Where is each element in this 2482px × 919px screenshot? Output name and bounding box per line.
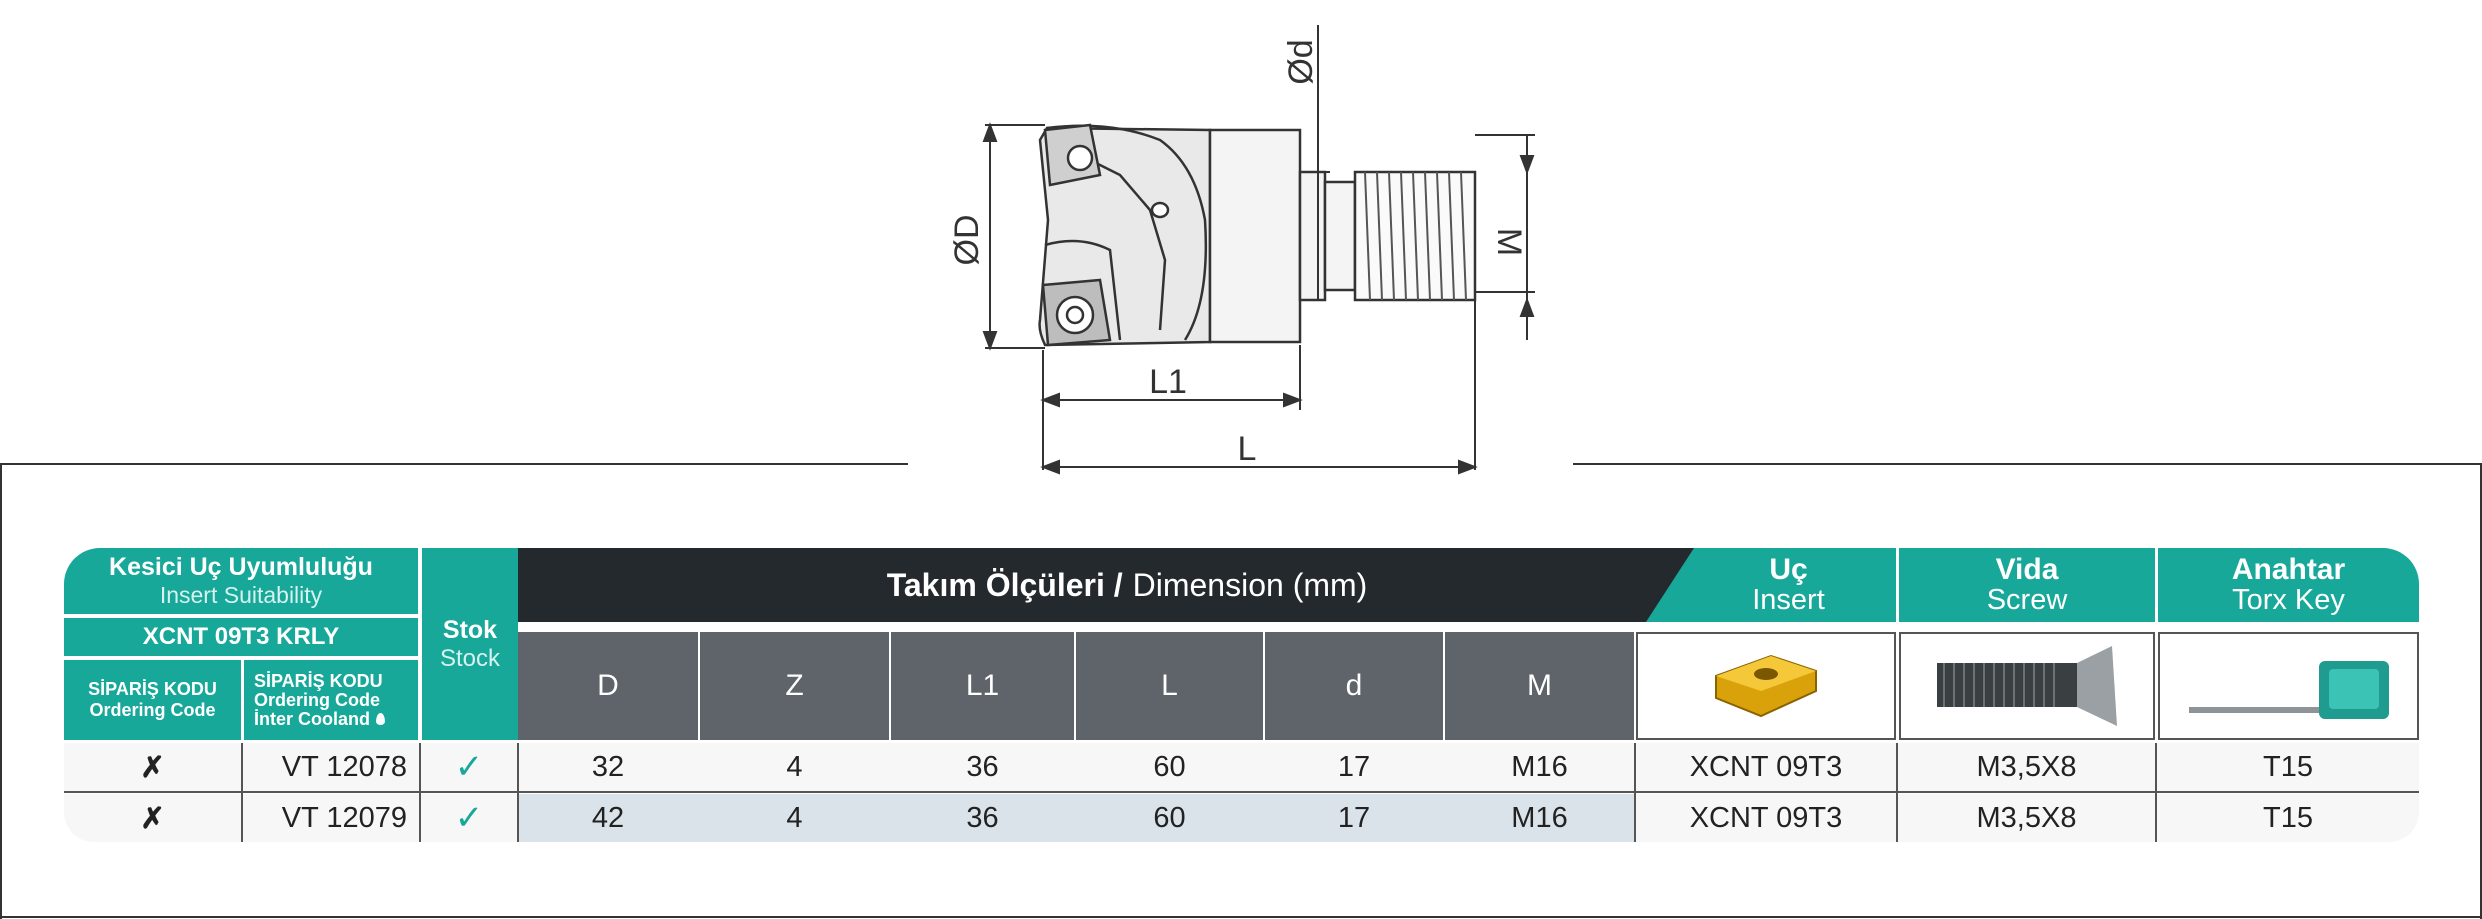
frame-bottom [0, 916, 2482, 918]
insert-suitability-tr: Kesici Uç Uyumluluğu [109, 553, 373, 581]
row-2-key: T15 [2263, 801, 2313, 834]
insert-header: Uç Insert [1646, 548, 1896, 622]
row-1-D: 32 [591, 750, 625, 783]
row-1-stock: ✓ [454, 748, 484, 786]
inter-coolant-label: İnter Cooland [254, 708, 370, 729]
row-2-D: 42 [591, 801, 625, 834]
row-1-L: 60 [1153, 750, 1186, 783]
row-2-stock: ✓ [454, 799, 484, 837]
row-1-insert: XCNT 09T3 [1689, 750, 1843, 783]
ordering-code-header: SİPARİŞ KODU Ordering Code [64, 660, 241, 740]
insert-icon [1715, 654, 1817, 718]
col-header-d: d [1265, 632, 1443, 740]
insert-tr: Uç [1769, 553, 1808, 586]
screw-en: Screw [1986, 584, 2068, 616]
col-L1-label: L1 [965, 669, 1000, 702]
col-sep-1 [241, 743, 243, 842]
key-image-cell [2158, 632, 2419, 740]
ordering-code-coolant-en: Ordering Code [254, 689, 381, 710]
row-2-dim-bg [518, 794, 1634, 842]
row-2-Z: 4 [786, 801, 803, 834]
label-L1: L1 [1149, 363, 1187, 401]
frame-top-left [0, 463, 908, 465]
row-2-code-coolant: VT 12079 [281, 801, 407, 834]
stock-en: Stock [439, 644, 501, 672]
row-1-code: ✗ [140, 751, 165, 784]
key-en: Torx Key [2232, 584, 2345, 616]
insert-suitability-header: Kesici Uç Uyumluluğu Insert Suitability [64, 548, 418, 614]
torx-key-icon [2188, 661, 2389, 719]
row-2-code: ✗ [140, 802, 165, 835]
label-D: ØD [948, 215, 986, 266]
technical-drawing: ØD Ød M L1 L [948, 25, 1535, 475]
col-header-L1: L1 [891, 632, 1074, 740]
row-2-screw: M3,5X8 [1976, 801, 2077, 834]
coolant-drop-icon [376, 713, 385, 725]
label-d: Ød [1282, 39, 1320, 84]
col-sep-4 [1634, 743, 1636, 842]
dimension-en: Dimension (mm) [1132, 566, 1368, 603]
frame-left [0, 463, 2, 919]
label-L: L [1238, 430, 1257, 468]
row-2-L: 60 [1153, 801, 1186, 834]
row-1-L1: 36 [966, 750, 999, 783]
ordering-code-tr: SİPARİŞ KODU [88, 679, 217, 699]
row-1-bg [64, 743, 2419, 791]
tool-body [1038, 123, 1477, 347]
col-sep-2 [419, 743, 421, 842]
row-1-d: 17 [1337, 750, 1371, 783]
thread-lines [1364, 171, 1467, 301]
col-L-label: L [1161, 669, 1178, 702]
screw-tr: Vida [1995, 553, 2059, 586]
col-sep-5 [1896, 743, 1898, 842]
insert-model-text: XCNT 09T3 KRLY [142, 623, 340, 650]
key-tr: Anahtar [2231, 553, 2346, 586]
dimension-tr: Takım Ölçüleri / [886, 566, 1123, 603]
row-1-screw: M3,5X8 [1976, 750, 2077, 783]
screw-image-cell [1899, 632, 2155, 740]
dimension-header: Takım Ölçüleri / Dimension (mm) [518, 548, 1736, 622]
ordering-code-coolant-header: SİPARİŞ KODU Ordering Code İnter Cooland [244, 660, 418, 740]
row-2-insert: XCNT 09T3 [1689, 801, 1843, 834]
ordering-code-en: Ordering Code [89, 700, 216, 720]
row-2-L1: 36 [966, 801, 999, 834]
row-2-M: M16 [1511, 801, 1568, 834]
col-M-label: M [1527, 669, 1552, 702]
label-M: M [1490, 228, 1528, 256]
col-Z-label: Z [785, 669, 804, 702]
insert-en: Insert [1752, 584, 1825, 616]
insert-model: XCNT 09T3 KRLY [64, 618, 418, 656]
row-1-code-coolant: VT 12078 [281, 750, 407, 783]
key-header: Anahtar Torx Key [2158, 548, 2419, 622]
col-header-D: D [518, 632, 698, 740]
col-header-Z: Z [700, 632, 889, 740]
col-header-L: L [1076, 632, 1263, 740]
ordering-code-coolant-tr: SİPARİŞ KODU [254, 670, 383, 691]
frame-top-right [1573, 463, 2482, 465]
col-D-label: D [597, 669, 619, 702]
insert-suitability-en: Insert Suitability [159, 582, 323, 608]
frame-right [2480, 463, 2482, 919]
row-1-M: M16 [1511, 750, 1568, 783]
stock-tr: Stok [442, 615, 498, 644]
dimension-lines [982, 25, 1535, 475]
screw-icon [1937, 646, 2117, 726]
row-separator [64, 791, 2419, 793]
insert-image-cell [1636, 632, 1896, 740]
col-header-M: M [1445, 632, 1634, 740]
col-d-label: d [1345, 669, 1363, 702]
row-2-d: 17 [1337, 801, 1371, 834]
col-sep-3 [517, 743, 519, 842]
stock-header: Stok Stock [422, 548, 518, 740]
row-1-Z: 4 [786, 750, 803, 783]
screw-header: Vida Screw [1899, 548, 2155, 622]
row-1-key: T15 [2263, 750, 2313, 783]
col-sep-6 [2155, 743, 2157, 842]
